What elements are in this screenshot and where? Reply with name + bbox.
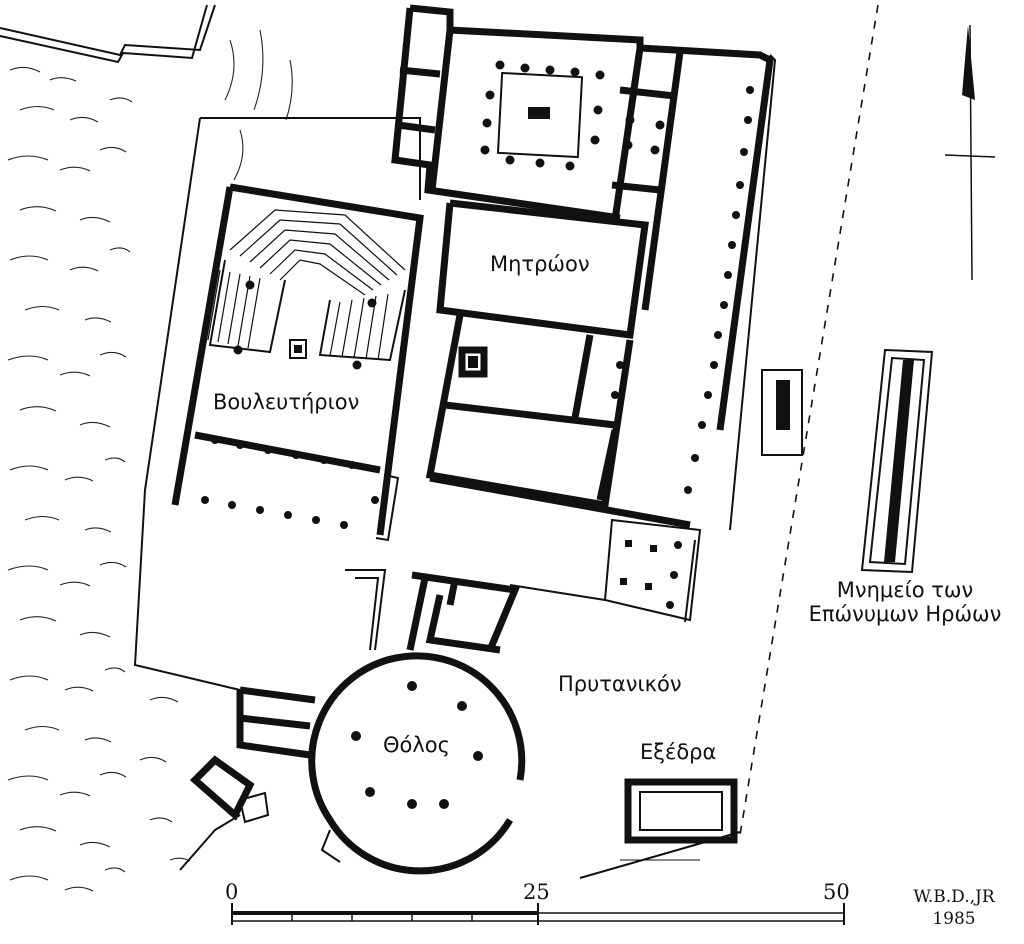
bouleuterion-building <box>171 183 424 542</box>
hillside-hatching <box>7 29 293 892</box>
scale-tick-50: 50 <box>823 880 850 904</box>
label-bouleuterion: Βουλευτήριον <box>213 390 360 414</box>
tholos-annex <box>179 686 316 871</box>
metroon-hall <box>436 199 649 339</box>
terrace-wall-north <box>200 117 421 200</box>
credit-author: W.B.D.,JR <box>913 887 995 907</box>
tholos <box>308 652 526 875</box>
eponymous-heroes-monument <box>860 348 934 574</box>
label-tholos: Θόλος <box>383 733 450 757</box>
scale-tick-25: 25 <box>523 880 550 904</box>
label-prytanikon: Πρυτανικόν <box>558 672 682 696</box>
north-arrow-icon <box>944 24 996 281</box>
label-monument: Μνημείο των Επώνυμων Ηρώων <box>790 578 1020 626</box>
label-monument-line1: Μνημείο των <box>836 578 974 602</box>
credit-year: 1985 <box>932 909 976 930</box>
metroon-peristyle-columns <box>480 60 665 171</box>
bouleuterion-columns <box>201 280 379 529</box>
south-rooms <box>425 314 691 529</box>
label-monument-line2: Επώνυμων Ηρώων <box>808 602 1002 627</box>
boundary-wall-top <box>0 4 216 57</box>
road-line-east <box>739 4 879 836</box>
east-stoa-columns <box>611 86 754 494</box>
southeast-porch <box>603 518 702 623</box>
tholos-propylon <box>406 571 520 654</box>
altar <box>761 369 803 456</box>
exedra <box>579 778 741 879</box>
scale-tick-0: 0 <box>225 880 239 904</box>
label-metroon: Μητρώον <box>490 252 590 276</box>
label-exedra: Εξέδρα <box>640 740 717 764</box>
credit: W.B.D.,JR 1985 <box>898 886 1010 930</box>
scale-bar <box>231 903 845 925</box>
terrace-wall-west <box>133 117 241 691</box>
metroon-north-complex <box>391 4 777 531</box>
